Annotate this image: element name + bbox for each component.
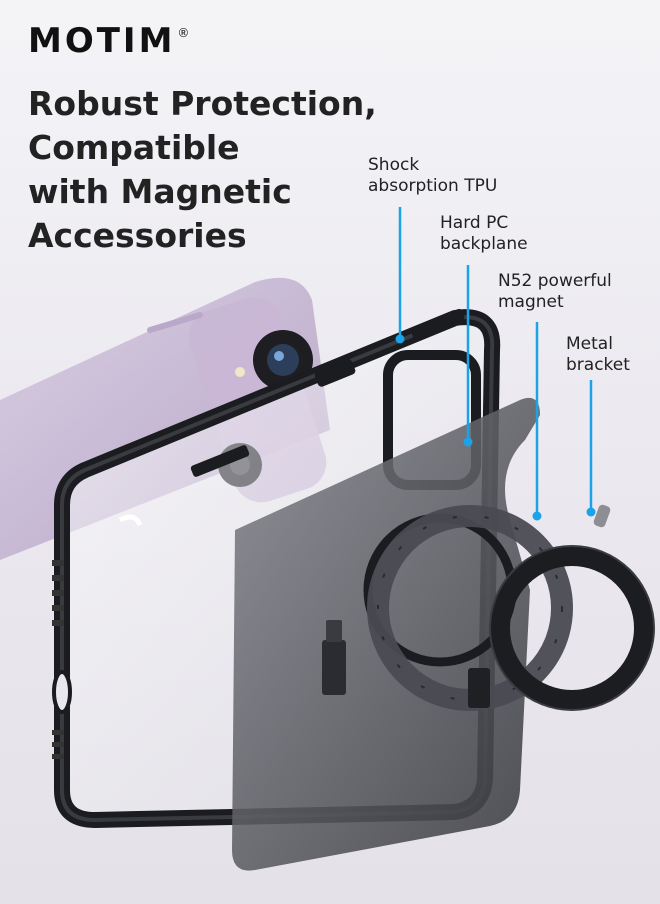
callout-line: absorption TPU — [368, 176, 498, 196]
leader-lines — [395, 207, 596, 521]
magnet-ring — [367, 505, 573, 711]
callout-line: Hard PC — [440, 213, 509, 233]
metal-bracket — [489, 504, 655, 711]
callout-line: Metal — [566, 334, 613, 354]
headline-line-3: with Magnetic — [28, 172, 292, 211]
callout-pc-backplane: Hard PC backplane — [440, 213, 528, 255]
callout-metal-bracket: Metal bracket — [566, 334, 630, 376]
callout-shock-tpu: Shock absorption TPU — [368, 155, 497, 197]
callout-line: Shock — [368, 155, 420, 175]
callout-n52-magnet: N52 powerful magnet — [498, 271, 612, 313]
callout-line: bracket — [566, 355, 630, 375]
brand-name: MOTIM — [28, 21, 176, 61]
callout-line: N52 powerful — [498, 271, 612, 291]
headline-line-2: Compatible — [28, 128, 240, 167]
callout-line: magnet — [498, 292, 564, 312]
brand-logo: MOTIM ® — [28, 24, 189, 58]
headline: Robust Protection, Compatible with Magne… — [28, 82, 377, 258]
callout-line: backplane — [440, 234, 528, 254]
headline-line-4: Accessories — [28, 216, 247, 255]
registered-mark: ® — [177, 26, 190, 40]
headline-line-1: Robust Protection, — [28, 84, 377, 123]
